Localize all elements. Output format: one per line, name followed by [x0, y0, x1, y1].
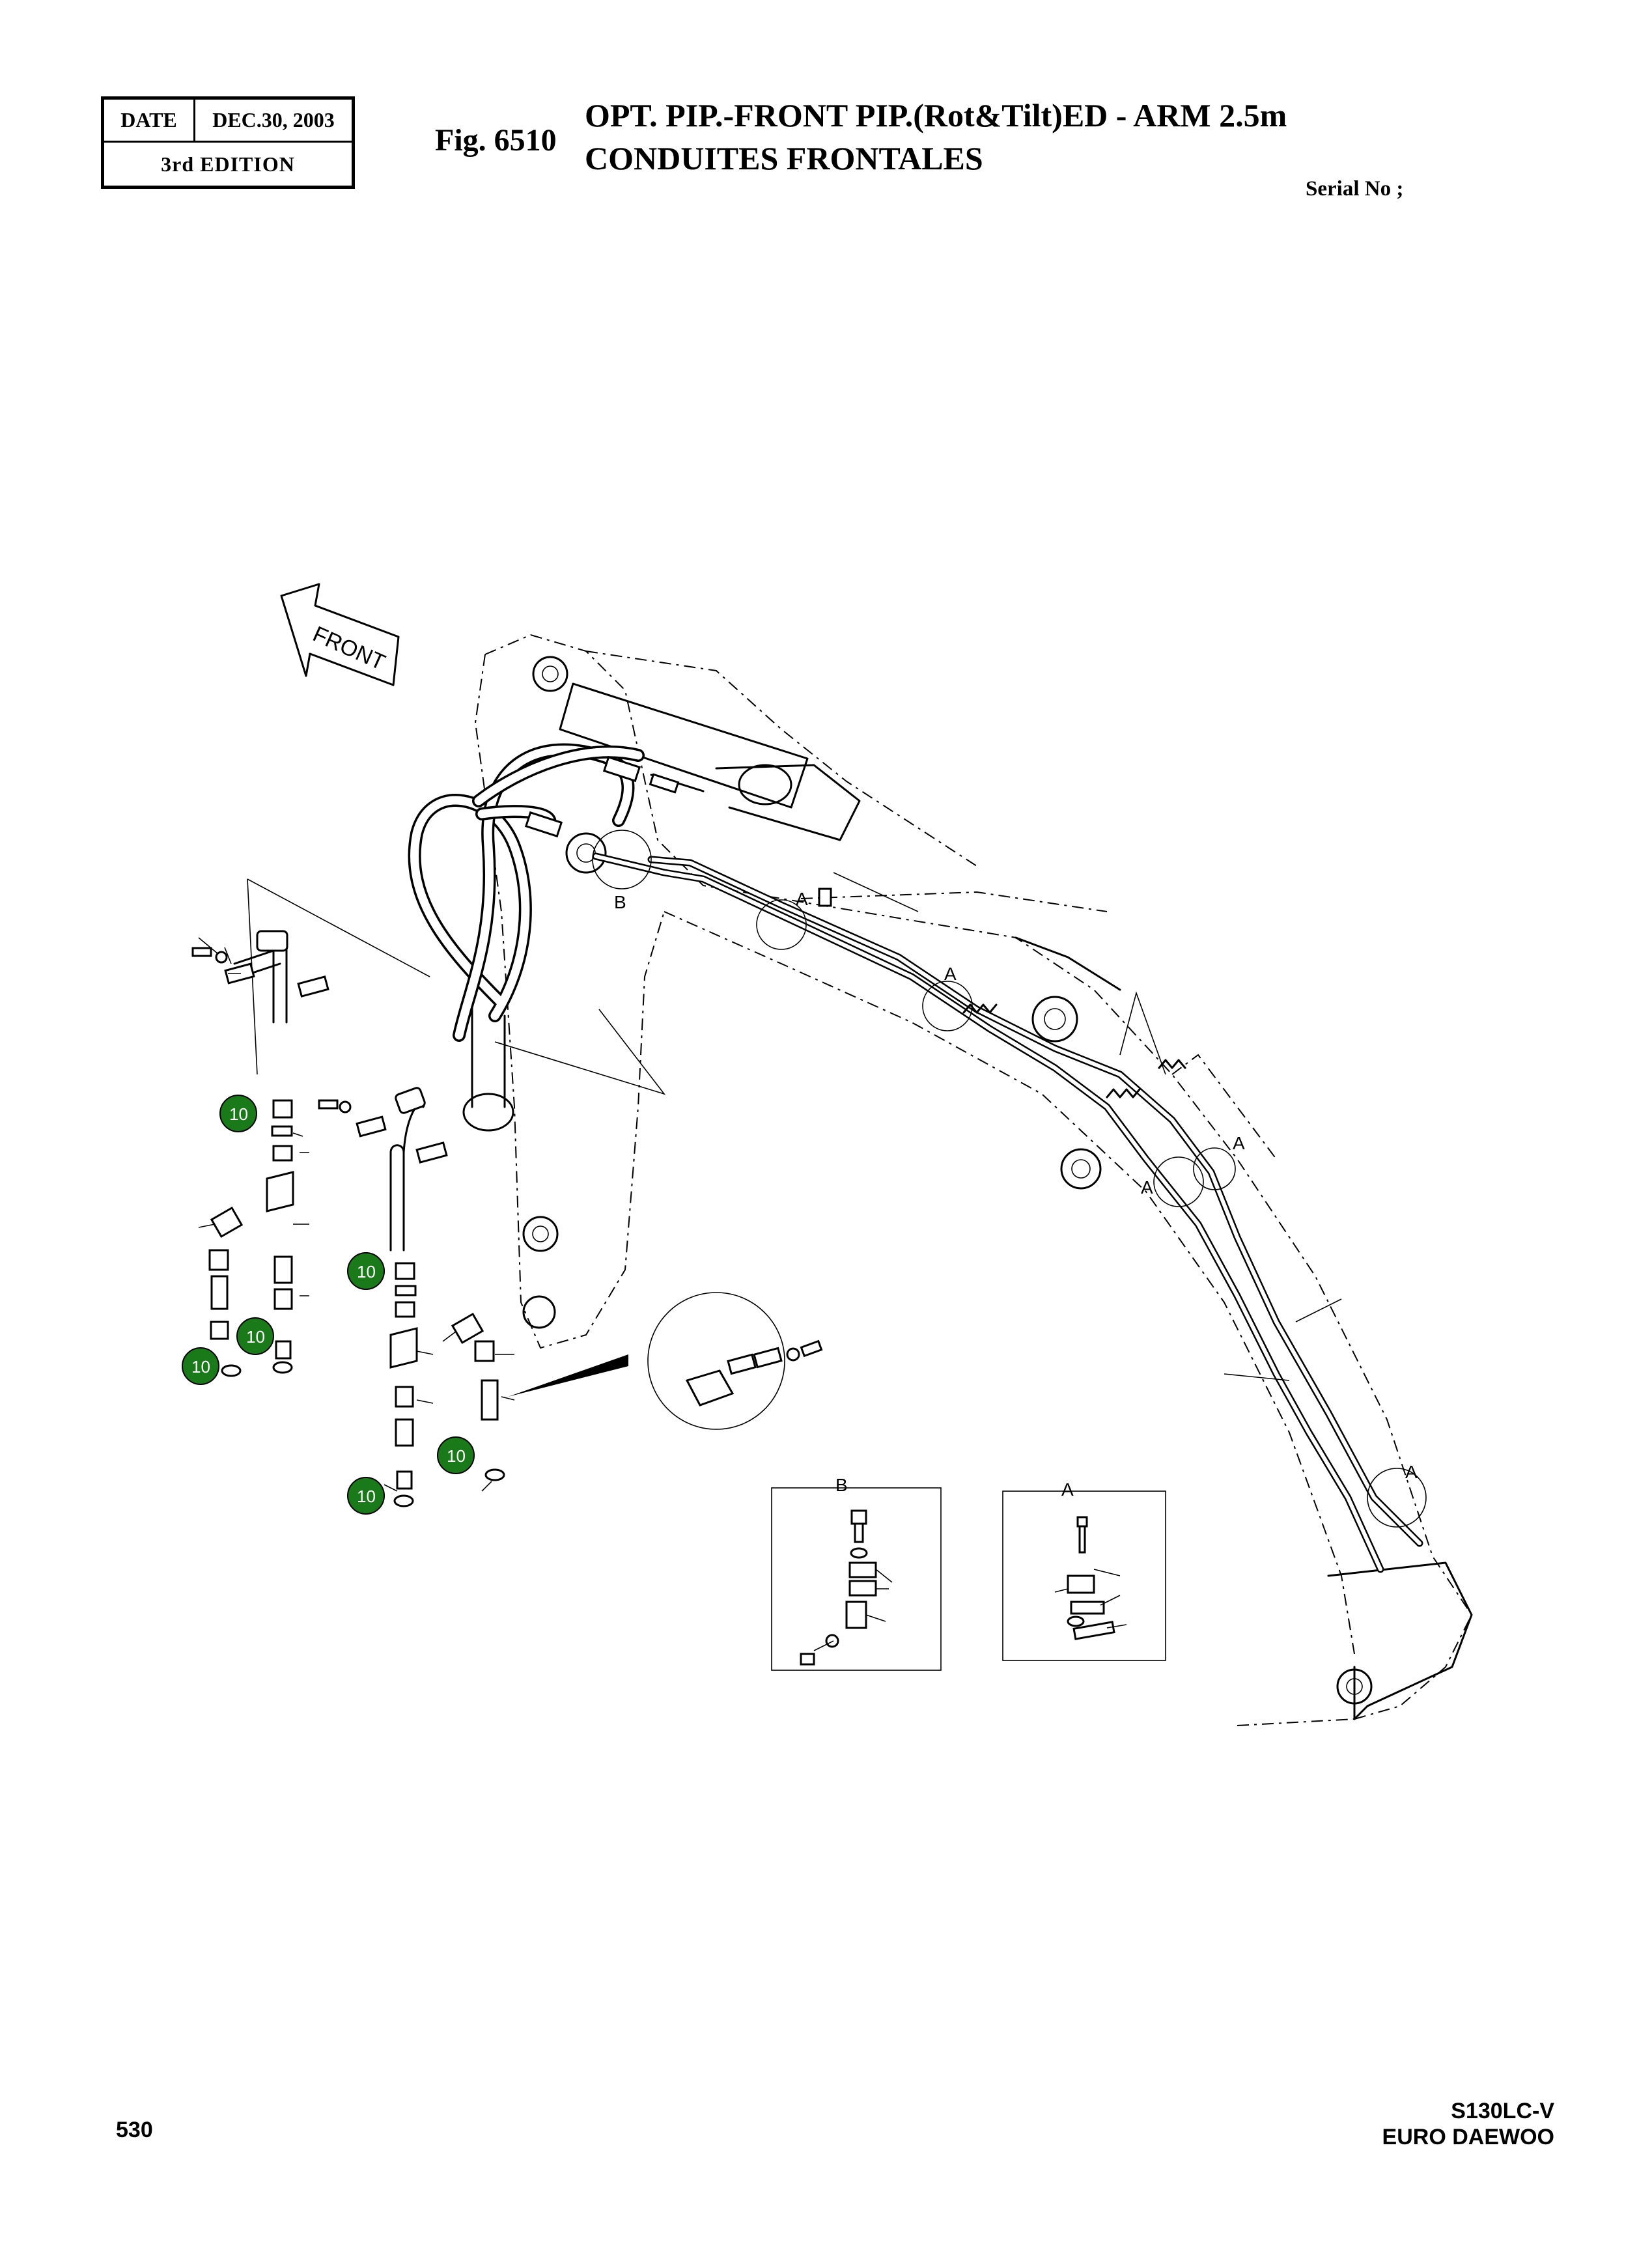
fitting-stack-center	[318, 1087, 515, 1507]
callout-10: 10	[347, 1477, 385, 1515]
detail-markers: B A A A A A	[592, 830, 1427, 1528]
arm-structure	[462, 634, 1473, 1726]
rigid-pipes	[592, 852, 1423, 1573]
callout-10: 10	[219, 1095, 257, 1132]
detail-box-b: B	[771, 1475, 942, 1671]
figure-number: Fig. 6510	[435, 123, 557, 158]
model-name: S130LC-V	[1451, 2099, 1554, 2123]
svg-text:10: 10	[357, 1262, 376, 1281]
detail-box-b-label: B	[835, 1475, 848, 1495]
detail-box-a: A	[1002, 1479, 1166, 1661]
detail-label-a5: A	[1405, 1462, 1418, 1482]
svg-text:10: 10	[191, 1357, 210, 1377]
front-direction-arrow: FRONT	[280, 583, 400, 686]
page-title: OPT. PIP.-FRONT PIP.(Rot&Tilt)ED - ARM 2…	[585, 97, 1287, 133]
svg-text:10: 10	[246, 1327, 265, 1347]
edition-label: 3rd EDITION	[161, 152, 295, 176]
detail-label-a1: A	[796, 889, 808, 909]
hose-lines	[408, 743, 680, 1042]
callout-10: 10	[437, 1436, 475, 1474]
svg-text:10: 10	[447, 1446, 466, 1466]
date-label: DATE	[104, 100, 195, 141]
date-row: DATE DEC.30, 2003	[104, 100, 352, 143]
detail-label-b: B	[614, 892, 626, 912]
callout-10: 10	[182, 1347, 219, 1385]
detail-label-a2: A	[944, 964, 957, 984]
callout-10: 10	[236, 1317, 274, 1355]
page-subtitle: CONDUITES FRONTALES	[585, 140, 983, 176]
detail-label-a3: A	[1141, 1177, 1153, 1197]
date-value: DEC.30, 2003	[212, 108, 335, 132]
clamp-detail-magnified	[508, 1292, 823, 1430]
svg-text:10: 10	[229, 1104, 248, 1124]
detail-box-a-label: A	[1061, 1479, 1074, 1500]
callout-10: 10	[347, 1252, 385, 1290]
serial-number-label: Serial No ;	[1306, 177, 1404, 201]
brand-name: EURO DAEWOO	[1382, 2125, 1554, 2149]
model-info: S130LC-V EURO DAEWOO	[1382, 2098, 1554, 2150]
detail-label-a4: A	[1233, 1133, 1245, 1153]
callout-10-group: 10 10 10 10 10 10	[182, 1095, 475, 1515]
fitting-stack-left	[191, 930, 329, 1377]
date-edition-box: DATE DEC.30, 2003 3rd EDITION	[101, 96, 355, 189]
page-number: 530	[116, 2118, 153, 2142]
svg-text:10: 10	[357, 1487, 376, 1506]
